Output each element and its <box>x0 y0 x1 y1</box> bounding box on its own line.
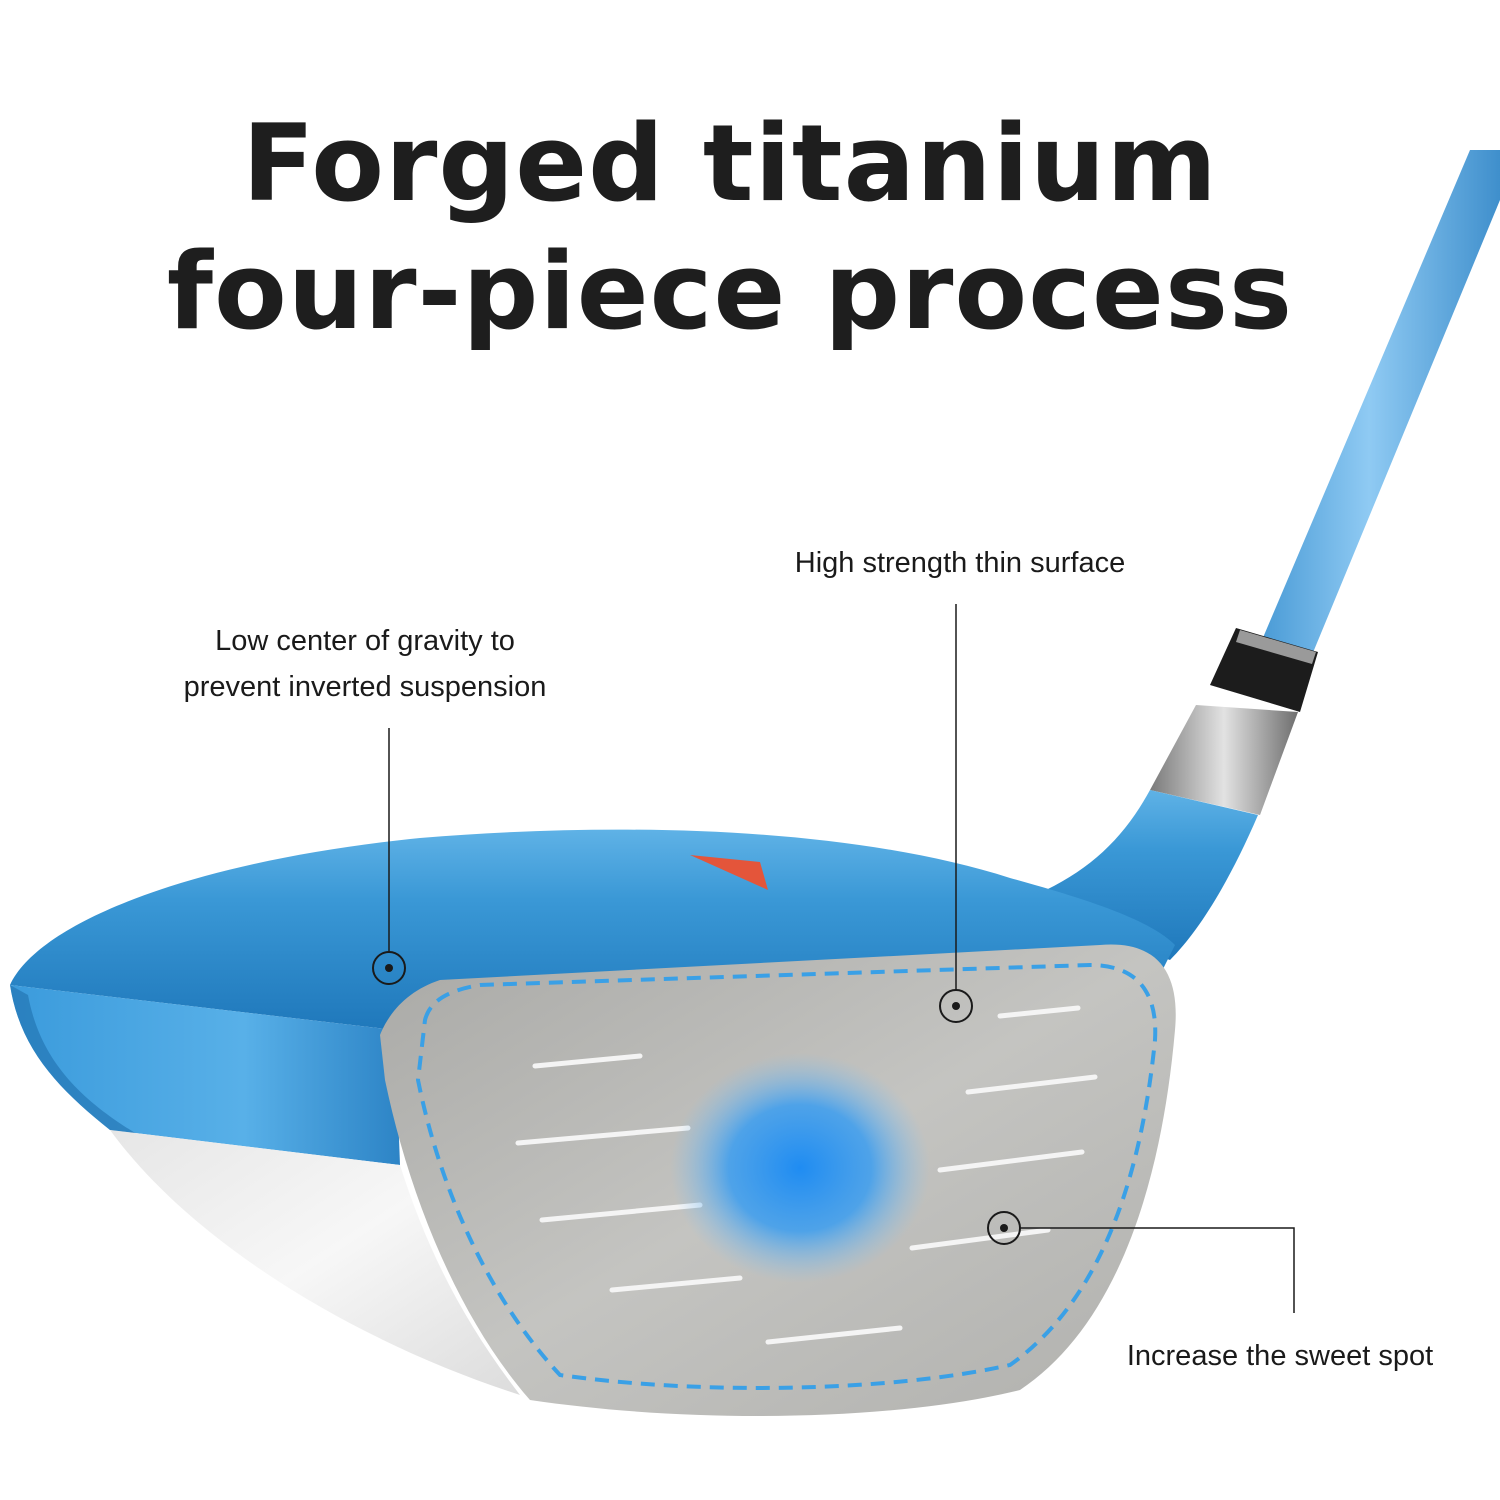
alignment-mark <box>690 855 768 890</box>
callout-low-center-of-gravity: Low center of gravity to prevent inverte… <box>140 618 590 710</box>
callout-marker-gravity <box>372 951 406 985</box>
callout-gravity-line-1: Low center of gravity to <box>215 625 515 657</box>
callout-marker-surface <box>939 989 973 1023</box>
callout-marker-sweet-spot <box>987 1211 1021 1245</box>
club-shaft <box>1262 150 1500 655</box>
headline-line-1: Forged titanium <box>242 102 1218 225</box>
headline: Forged titanium four-piece process <box>0 100 1460 356</box>
club-sole <box>110 1130 520 1395</box>
headline-line-2: four-piece process <box>166 230 1294 353</box>
sweet-spot-glow <box>670 1053 930 1283</box>
face-score-lines <box>515 1005 1098 1345</box>
callout-leaders <box>388 604 1295 1313</box>
face-dashed-outline <box>415 962 1158 1390</box>
callout-sweet-spot: Increase the sweet spot <box>1126 1340 1434 1372</box>
ferrule-silver <box>1150 705 1298 815</box>
callout-thin-surface: High strength thin surface <box>794 547 1126 579</box>
callout-gravity-line-2: prevent inverted suspension <box>183 671 547 703</box>
